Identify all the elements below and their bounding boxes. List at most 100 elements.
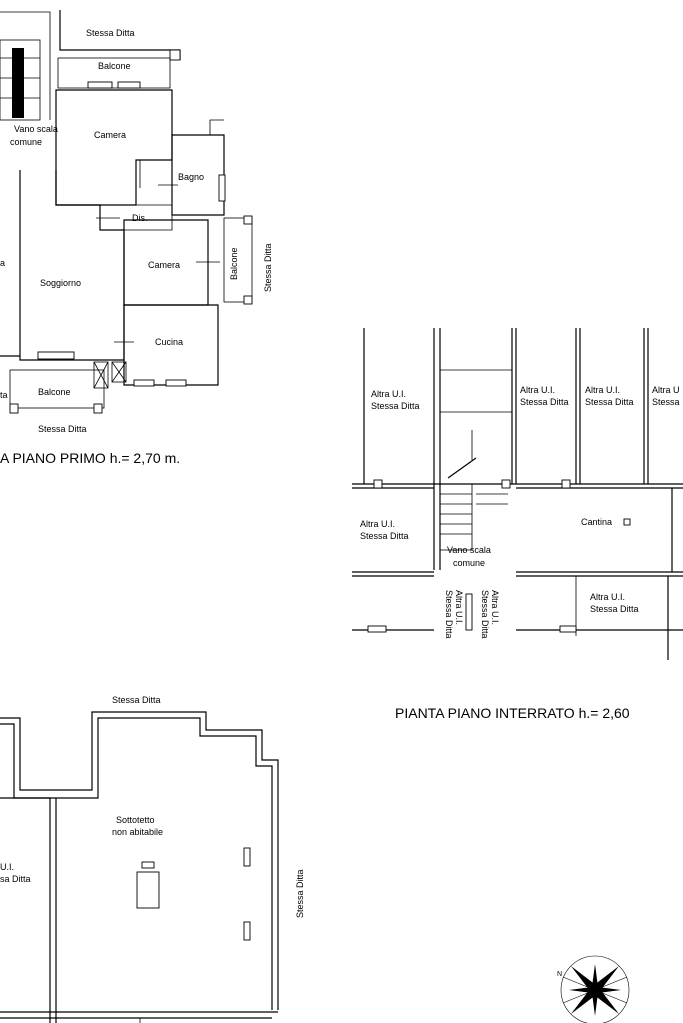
label-altra-ui-2: Altra U.I. <box>520 385 555 395</box>
label-altra-ui-5: Altra U.I. <box>590 592 625 602</box>
shaft <box>111 361 127 383</box>
label-balcone-right: Balcone <box>229 247 239 280</box>
basement-plan: Altra U.I. Stessa Ditta Altra U.I. Stess… <box>352 328 683 721</box>
label-stessa-ditta-bottom: Stessa Ditta <box>38 424 87 434</box>
label-altra-ui-vert-2: Altra U.I. <box>490 590 500 625</box>
label-stessa-ditta-top: Stessa Ditta <box>112 695 161 705</box>
bagno-room <box>171 134 225 216</box>
label-stessa-ditta-4: Stessa Ditta <box>360 531 409 541</box>
disimpegno <box>100 204 173 231</box>
label-vano-scala: Vano scala <box>14 124 58 134</box>
label-ui-cut: U.I. <box>0 862 14 872</box>
label-cucina: Cucina <box>155 337 183 347</box>
stair-handrail <box>12 48 24 118</box>
shaft-cross <box>93 361 109 389</box>
compass-point <box>595 965 620 990</box>
attic-partition <box>0 797 51 1023</box>
label-vano-scala: Vano scala <box>447 545 491 555</box>
column-marker <box>243 295 253 305</box>
compass-circle <box>560 955 630 1023</box>
compass-point <box>592 964 598 990</box>
label-comune: comune <box>10 137 42 147</box>
compass-point <box>570 990 595 1015</box>
label-non-abitabile: non abitabile <box>112 827 163 837</box>
small-vent <box>141 861 155 869</box>
first-floor-plan: Stessa Ditta Balcone Vano scala comune C… <box>0 10 273 466</box>
label-altra-u-cut: Altra U <box>652 385 680 395</box>
cantina-marker <box>623 518 631 526</box>
window <box>133 379 155 387</box>
compass-point <box>595 990 620 1015</box>
column-marker <box>501 479 511 489</box>
label-stessa-ditta-1: Stessa Ditta <box>371 401 420 411</box>
column-marker <box>243 215 253 225</box>
chimney-mark <box>243 847 251 867</box>
soggiorno-room <box>19 170 125 361</box>
column-marker <box>9 403 19 414</box>
label-camera-1: Camera <box>94 130 126 140</box>
window <box>367 625 387 633</box>
stairs-outline <box>0 39 41 121</box>
compass-point <box>592 990 598 1016</box>
label-balcone-bottom: Balcone <box>38 387 71 397</box>
label-stessa-ditta-2: Stessa Ditta <box>520 397 569 407</box>
window <box>37 351 75 360</box>
label-camera-2: Camera <box>148 260 180 270</box>
compass-point <box>569 987 595 993</box>
label-edge-a: a <box>0 258 5 268</box>
compass-point <box>595 987 621 993</box>
column-marker <box>561 479 571 489</box>
first-floor-caption: A PIANO PRIMO h.= 2,70 m. <box>0 450 180 466</box>
label-altra-ui-3: Altra U.I. <box>585 385 620 395</box>
label-altra-ui-vert-1: Altra U.I. <box>454 590 464 625</box>
label-bagno: Bagno <box>178 172 204 182</box>
label-stessa-ditta-3: Stessa Ditta <box>585 397 634 407</box>
label-soggiorno: Soggiorno <box>40 278 81 288</box>
label-edge-ta: ta <box>0 390 8 400</box>
right-balcony <box>223 217 253 303</box>
attic-inner-wall <box>0 717 273 1010</box>
column-marker <box>169 49 181 61</box>
label-stessa-ditta-right: Stessa Ditta <box>295 869 305 918</box>
wall-segment <box>209 119 224 135</box>
label-balcone-top: Balcone <box>98 61 131 71</box>
label-altra-ui-4: Altra U.I. <box>360 519 395 529</box>
column-marker <box>373 479 383 489</box>
compass-n-label: N <box>557 971 562 978</box>
label-stessa-ditta-vert-2: Stessa Ditta <box>480 590 490 639</box>
bottom-balcony <box>9 369 105 409</box>
shaft <box>93 361 109 389</box>
compass-point <box>570 965 595 990</box>
cucina-room <box>123 304 219 386</box>
label-dis: Dis. <box>132 213 148 223</box>
window <box>218 174 226 202</box>
basement-caption: PIANTA PIANO INTERRATO h.= 2,60 <box>395 705 630 721</box>
compass-line <box>563 976 627 1004</box>
shaft-cross <box>111 361 127 383</box>
label-sottotetto: Sottotetto <box>116 815 155 825</box>
roof-hatch <box>136 871 160 909</box>
window <box>165 379 187 387</box>
attic-outer-wall <box>0 711 279 1010</box>
label-cantina: Cantina <box>581 517 612 527</box>
label-stessa-ditta-vert-1: Stessa Ditta <box>444 590 454 639</box>
stairwell-wall <box>0 11 51 120</box>
compass-rose: N <box>557 955 630 1023</box>
stair-handrail <box>447 457 477 479</box>
window <box>117 81 141 89</box>
column-marker <box>93 403 103 414</box>
window <box>559 625 577 633</box>
basement-stairs <box>439 483 473 551</box>
shaft <box>465 593 473 631</box>
camera-1-room <box>55 89 173 206</box>
label-stessa-ditta-right: Stessa Ditta <box>263 243 273 292</box>
label-altra-ui-1: Altra U.I. <box>371 389 406 399</box>
label-stessa-ditta-top: Stessa Ditta <box>86 28 135 38</box>
label-stessa-cut: Stessa <box>652 397 680 407</box>
attic-plan: Stessa Ditta Sottotetto non abitabile U.… <box>0 695 305 1023</box>
label-sa-ditta-cut: sa Ditta <box>0 874 31 884</box>
label-stessa-ditta-5: Stessa Ditta <box>590 604 639 614</box>
chimney-mark <box>243 921 251 941</box>
label-comune: comune <box>453 558 485 568</box>
